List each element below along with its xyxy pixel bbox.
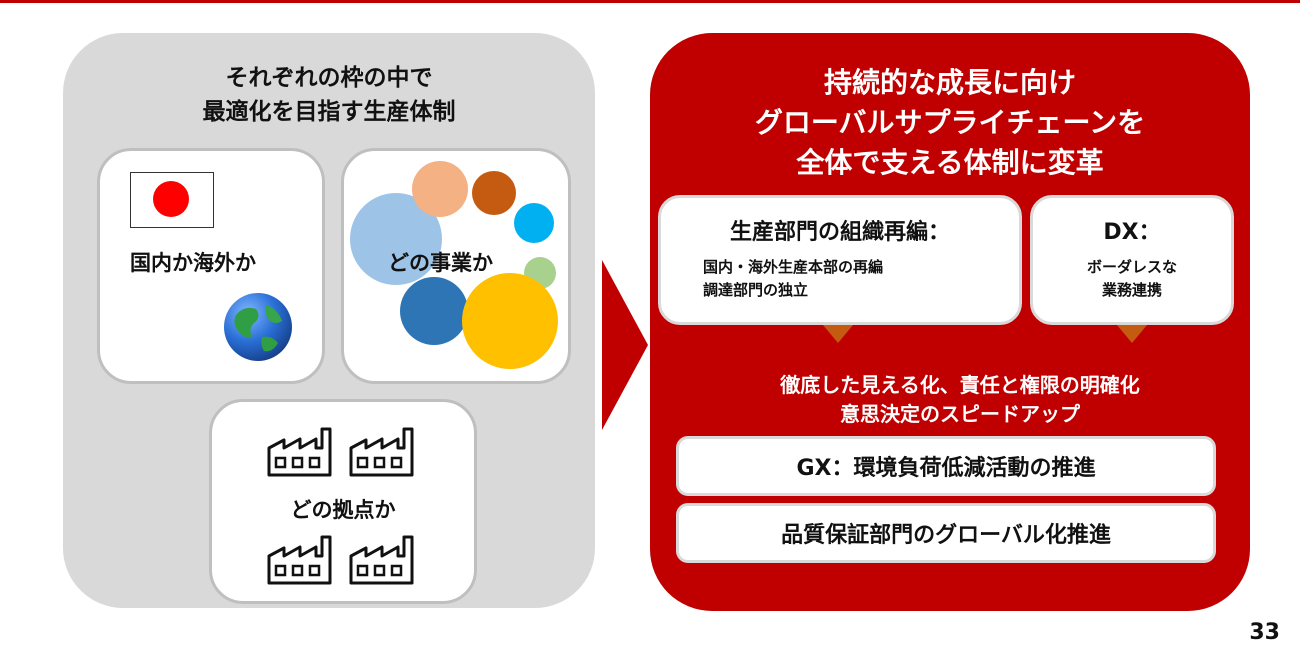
bubble-cyan xyxy=(514,203,554,243)
result-line-2: 意思決定のスピードアップ xyxy=(840,402,1080,426)
bubble-dark-blue xyxy=(400,277,468,345)
org-restructure-line-1: 国内・海外生産本部の再編 xyxy=(703,258,884,276)
result-line-1: 徹底した見える化、責任と権限の明確化 xyxy=(780,373,1140,397)
right-panel-title: 持続的な成長に向け グローバルサプライチェーンを 全体で支える体制に変革 xyxy=(650,63,1250,183)
right-title-line-1: 持続的な成長に向け xyxy=(823,66,1076,99)
transition-arrow-icon xyxy=(602,260,648,430)
down-triangle-icon xyxy=(823,325,853,343)
current-structure-panel: それぞれの枠の中で 最適化を目指す生産体制 国内か海外か xyxy=(63,33,595,608)
site-card: どの拠点か xyxy=(209,399,477,604)
bubble-peach xyxy=(412,161,468,217)
dx-title: DX： xyxy=(1103,220,1161,245)
org-restructure-line-2: 調達部門の独立 xyxy=(703,281,809,299)
dx-line-1: ボーダレスな xyxy=(1086,258,1177,276)
dx-body: ボーダレスな 業務連携 xyxy=(1033,256,1231,302)
left-panel-title: それぞれの枠の中で 最適化を目指す生産体制 xyxy=(63,61,595,129)
page-number: 33 xyxy=(1249,620,1280,645)
factory-icon xyxy=(349,427,414,477)
result-statement: 徹底した見える化、責任と権限の明確化 意思決定のスピードアップ xyxy=(710,371,1210,429)
factory-icon xyxy=(267,427,332,477)
left-title-line-2: 最適化を目指す生産体制 xyxy=(202,99,456,125)
top-rule xyxy=(0,0,1300,3)
site-label: どの拠点か xyxy=(290,498,396,522)
bubbles-icon xyxy=(350,161,558,369)
bubble-yellow xyxy=(462,273,558,369)
dx-line-2: 業務連携 xyxy=(1101,281,1162,299)
org-restructure-body: 国内・海外生産本部の再編 調達部門の独立 xyxy=(661,256,1019,302)
bubble-light-blue xyxy=(350,193,442,285)
right-title-line-3: 全体で支える体制に変革 xyxy=(796,146,1104,179)
left-title-line-1: それぞれの枠の中で xyxy=(225,65,433,91)
dx-card: DX： ボーダレスな 業務連携 xyxy=(1030,195,1234,325)
org-restructure-card: 生産部門の組織再編： 国内・海外生産本部の再編 調達部門の独立 xyxy=(658,195,1022,325)
down-triangle-icon xyxy=(1117,325,1147,343)
right-title-line-2: グローバルサプライチェーンを xyxy=(754,106,1146,139)
bubble-brown xyxy=(472,171,516,215)
factory-icon xyxy=(349,535,414,585)
business-card: どの事業か xyxy=(341,148,571,384)
domestic-overseas-card: 国内か海外か xyxy=(97,148,325,384)
org-restructure-title: 生産部門の組織再編： xyxy=(729,220,950,245)
globe-icon xyxy=(224,293,292,361)
factory-icon xyxy=(267,535,332,585)
gx-bar: GX：環境負荷低減活動の推進 xyxy=(676,436,1216,496)
qa-globalization-bar: 品質保証部門のグローバル化推進 xyxy=(676,503,1216,563)
target-structure-panel: 持続的な成長に向け グローバルサプライチェーンを 全体で支える体制に変革 生産部… xyxy=(650,33,1250,611)
business-label: どの事業か xyxy=(388,251,493,275)
japan-flag-icon xyxy=(130,172,214,228)
domestic-overseas-label: 国内か海外か xyxy=(130,251,256,275)
